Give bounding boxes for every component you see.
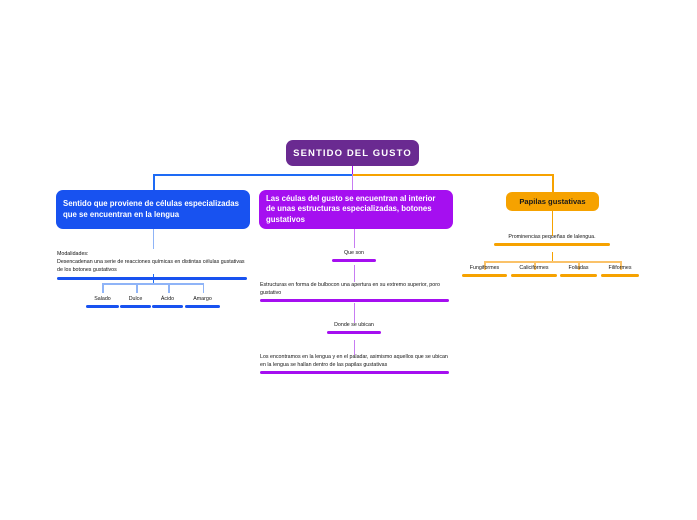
- right-leaf-caliciformes[interactable]: Caliciformes: [511, 265, 557, 278]
- left-leaf-dulce[interactable]: Dulce: [120, 296, 151, 309]
- middle-section-1-heading-label: Que son: [343, 250, 365, 256]
- right-leaf-caliciformes-underline: [511, 273, 557, 278]
- left-leaf-acido-underline: [152, 304, 183, 309]
- root-node-label: SENTIDO DEL GUSTO: [293, 147, 412, 159]
- connector-right-leaf-3: [578, 261, 580, 270]
- left-leaf-acido[interactable]: Ácido: [152, 296, 183, 309]
- connector-left-leaf-2: [136, 283, 138, 293]
- left-detail-text: Modalidades: Desencadenan una serie de r…: [57, 251, 245, 274]
- connector-left-leaf-4: [202, 283, 205, 293]
- middle-section-2-heading[interactable]: Donde se ubican: [327, 321, 381, 335]
- branch-node-middle[interactable]: Las céulas del gusto se encuentran al in…: [259, 190, 453, 229]
- left-leaf-amargo-label: Amargo: [193, 296, 212, 302]
- right-leaf-fungiformes[interactable]: Fungiformes: [462, 265, 507, 278]
- connector-left-leaf-rail: [102, 283, 203, 285]
- connector-root-stem: [351, 166, 354, 175]
- connector-right-leaf-2: [534, 261, 536, 270]
- connector-right-leaf-1: [484, 261, 486, 270]
- connector-middle-sec1-detail: [353, 265, 356, 282]
- branch-node-right[interactable]: Papilas gustativas: [506, 192, 599, 211]
- right-detail-block[interactable]: Prominencias pequeñas de lalengua.: [494, 233, 610, 247]
- connector-right-to-detail: [551, 211, 554, 236]
- connector-right-drop: [552, 174, 554, 193]
- root-node[interactable]: SENTIDO DEL GUSTO: [286, 140, 419, 166]
- connector-left-to-detail: [152, 229, 155, 249]
- middle-section-2-heading-underline: [327, 331, 381, 335]
- connector-right-detail-to-leaves: [551, 252, 554, 261]
- connector-middle-sec2-detail: [353, 340, 356, 355]
- left-leaf-dulce-underline: [120, 304, 151, 309]
- middle-section-2-detail-underline: [260, 371, 449, 375]
- connector-middle-drop: [351, 174, 354, 191]
- middle-section-1-heading[interactable]: Que son: [332, 249, 376, 263]
- connector-left-leaf-1: [102, 283, 104, 293]
- middle-section-2-detail-text: Los encontramos en la lengua y en el pal…: [260, 354, 448, 369]
- connector-middle-to-sec2: [353, 303, 356, 323]
- middle-section-2-detail[interactable]: Los encontramos en la lengua y en el pal…: [260, 353, 449, 375]
- right-leaf-foliadas-underline: [560, 273, 597, 278]
- right-leaf-fungiformes-underline: [462, 273, 507, 278]
- left-leaf-amargo[interactable]: Amargo: [185, 296, 220, 309]
- middle-section-2-heading-label: Donde se ubican: [334, 322, 374, 328]
- connector-right-leaf-rail: [484, 261, 620, 263]
- left-leaf-dulce-label: Dulce: [128, 296, 143, 302]
- left-detail-underline: [57, 276, 247, 280]
- branch-node-right-label: Papilas gustativas: [519, 197, 586, 206]
- connector-middle-to-sec1: [353, 229, 356, 248]
- branch-node-left[interactable]: Sentido que proviene de células especial…: [56, 190, 250, 229]
- right-detail-underline: [494, 243, 610, 247]
- connector-rail-left: [153, 174, 352, 176]
- connector-left-drop: [153, 174, 155, 191]
- right-leaf-filiformes-label: Filiformes: [608, 265, 632, 271]
- middle-section-1-heading-underline: [332, 259, 376, 263]
- branch-node-left-label: Sentido que proviene de células especial…: [63, 199, 239, 219]
- left-leaf-amargo-underline: [185, 304, 220, 309]
- connector-left-leaf-3: [168, 283, 170, 293]
- right-leaf-foliadas[interactable]: Foliadas: [560, 265, 597, 278]
- left-detail-block[interactable]: Modalidades: Desencadenan una serie de r…: [57, 250, 247, 280]
- connector-right-leaf-4: [620, 261, 622, 270]
- middle-section-1-detail[interactable]: Estructuras en forma de bulbocon una ape…: [260, 281, 449, 303]
- middle-section-1-detail-text: Estructuras en forma de bulbocon una ape…: [260, 282, 440, 297]
- left-leaf-acido-label: Ácido: [160, 296, 175, 302]
- right-leaf-caliciformes-label: Caliciformes: [519, 265, 549, 271]
- right-leaf-fungiformes-label: Fungiformes: [469, 265, 500, 271]
- middle-section-1-detail-underline: [260, 299, 449, 303]
- left-leaf-salado[interactable]: Salado: [86, 296, 119, 309]
- left-leaf-salado-label: Salado: [94, 296, 111, 302]
- right-leaf-filiformes-underline: [601, 273, 639, 278]
- left-leaf-salado-underline: [86, 304, 119, 309]
- right-leaf-filiformes[interactable]: Filiformes: [601, 265, 639, 278]
- right-leaf-foliadas-label: Foliadas: [568, 265, 589, 271]
- right-detail-text: Prominencias pequeñas de lalengua.: [508, 234, 596, 240]
- connector-rail-right: [352, 174, 553, 176]
- branch-node-middle-label: Las céulas del gusto se encuentran al in…: [266, 193, 436, 224]
